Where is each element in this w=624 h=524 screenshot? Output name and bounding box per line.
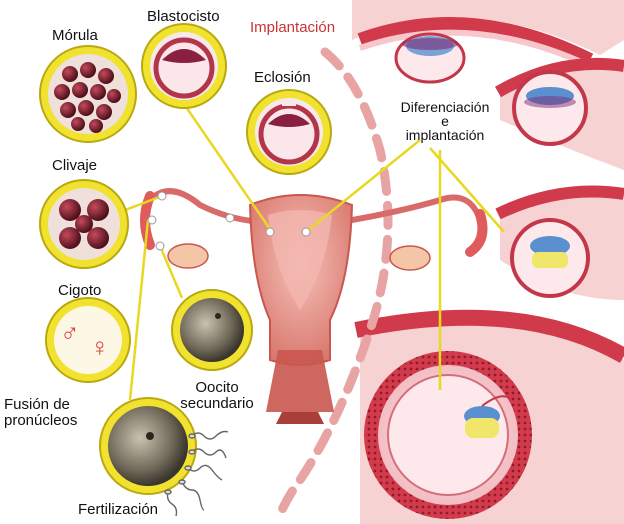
male-symbol-icon: ♂ bbox=[60, 320, 80, 346]
label-morula: Mórula bbox=[52, 28, 98, 44]
label-clivaje: Clivaje bbox=[52, 158, 97, 174]
label-fusion-line2: pronúcleos bbox=[4, 413, 77, 429]
cleavage-circle bbox=[40, 180, 128, 268]
label-oocito: Oocito secundario bbox=[172, 380, 262, 412]
blastocyst-circle bbox=[142, 24, 226, 108]
label-implantacion: Implantación bbox=[250, 20, 335, 36]
label-fertilizacion: Fertilización bbox=[78, 502, 158, 518]
female-symbol-icon: ♀ bbox=[90, 334, 110, 360]
label-diferenciacion-line2: e bbox=[390, 114, 500, 128]
label-oocito-line1: Oocito bbox=[172, 380, 262, 396]
label-blastocisto: Blastocisto bbox=[147, 9, 220, 25]
label-cigoto: Cigoto bbox=[58, 283, 101, 299]
secondary-oocyte-circle bbox=[172, 290, 252, 370]
label-diferenciacion-line1: Diferenciación bbox=[390, 100, 500, 114]
label-oocito-line2: secundario bbox=[172, 396, 262, 412]
endometrium-tissue-4 bbox=[356, 318, 624, 524]
endometrium-tissue-2 bbox=[498, 64, 624, 170]
hatching-circle bbox=[247, 90, 331, 174]
label-eclosion: Eclosión bbox=[254, 70, 311, 86]
endometrium-tissue-3 bbox=[498, 192, 624, 301]
label-fusion: Fusión de pronúcleos bbox=[4, 397, 77, 429]
zygote-circle bbox=[46, 298, 130, 382]
label-diferenciacion-line3: implantación bbox=[390, 128, 500, 142]
morula-circle bbox=[40, 46, 136, 142]
label-fusion-line1: Fusión de bbox=[4, 397, 77, 413]
label-diferenciacion: Diferenciación e implantación bbox=[390, 100, 500, 142]
